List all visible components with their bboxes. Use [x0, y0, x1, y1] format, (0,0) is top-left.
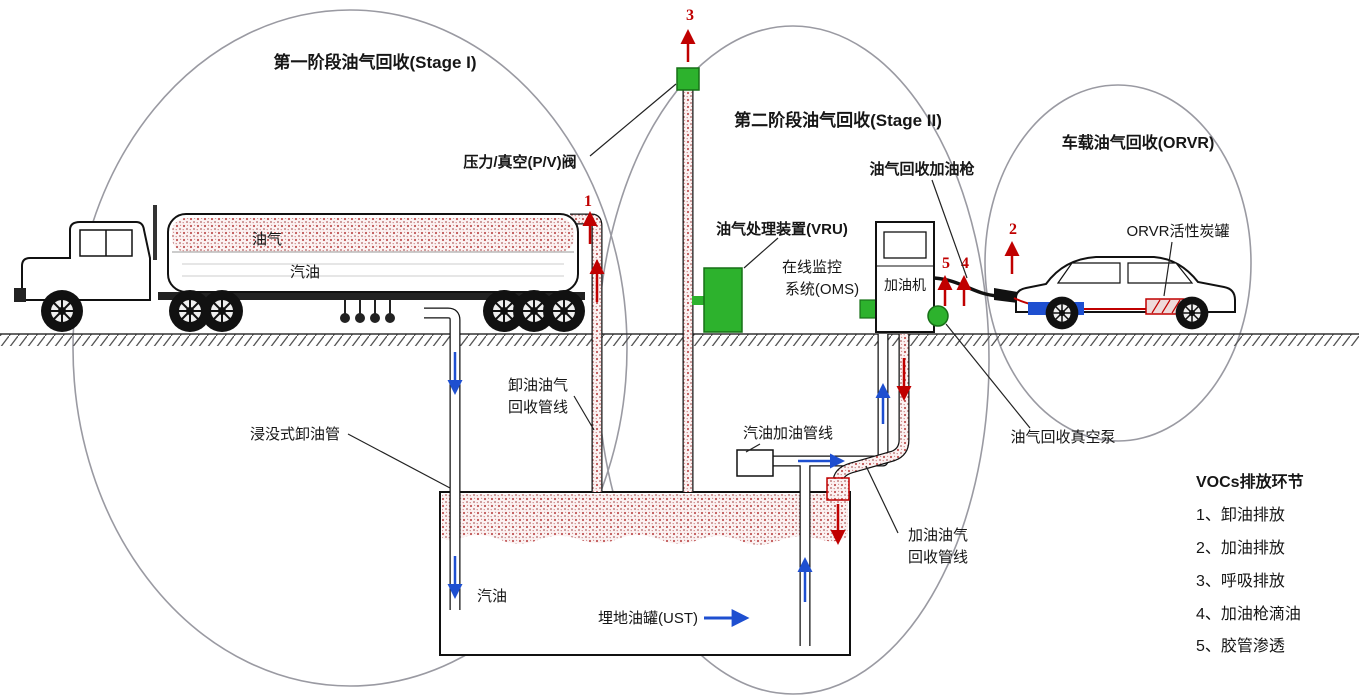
- emission-3: 3: [686, 7, 694, 24]
- legend-item-2: 2、加油排放: [1196, 539, 1285, 557]
- submerged-drop-pipe: [424, 307, 463, 610]
- car-window-front: [1056, 262, 1121, 284]
- legend-item-5: 5、胶管渗透: [1196, 637, 1285, 655]
- orvr-canister-label: ORVR活性炭罐: [1126, 223, 1229, 240]
- orvr-canister: [1145, 298, 1185, 315]
- oms-label-2: 系统(OMS): [785, 281, 859, 298]
- legend-item-1: 1、卸油排放: [1196, 506, 1285, 524]
- vru-label: 油气处理装置(VRU): [716, 220, 848, 238]
- stage-boundaries: [72, 9, 1252, 695]
- orvr-circle: [984, 84, 1252, 442]
- vapor-nozzle-hose: [933, 276, 1018, 303]
- truck-vapor-space: [172, 218, 574, 252]
- vent-pipe: [676, 67, 700, 492]
- fuel-supply-label: 汽油加油管线: [743, 425, 833, 442]
- vapor-nozzle-label: 油气回收加油枪: [869, 160, 974, 178]
- ust-name-label: 埋地油罐(UST): [598, 610, 698, 627]
- legend-title: VOCs排放环节: [1196, 472, 1304, 491]
- car-wheel: [1174, 295, 1210, 331]
- dispenser-display: [883, 231, 927, 259]
- ground: [0, 333, 1359, 346]
- pv-valve: [676, 67, 700, 91]
- emission-2: 2: [1009, 221, 1017, 238]
- dispenser-label: 加油机: [884, 277, 926, 293]
- pump-fitting: [736, 449, 774, 477]
- emission-4: 4: [961, 255, 969, 272]
- stage1-title: 第一阶段油气回收(Stage I): [273, 52, 476, 72]
- exhaust-stack: [153, 205, 157, 260]
- car-wheel: [1044, 295, 1080, 331]
- front-bumper: [14, 288, 26, 302]
- vapor-entry-fitting: [826, 477, 850, 501]
- legend-item-4: 4、加油枪滴油: [1196, 605, 1301, 623]
- truck-chassis: [158, 292, 585, 300]
- ust-gasoline-label: 汽油: [477, 588, 507, 605]
- car: [1013, 256, 1236, 331]
- ust-vapor-space: [442, 494, 848, 545]
- underground-tank: [439, 491, 851, 656]
- legend-item-3: 3、呼吸排放: [1196, 572, 1285, 590]
- refuel-vapor-label-1: 加油油气: [908, 527, 968, 544]
- emission-1: 1: [584, 193, 592, 210]
- tank-truck: 油气 汽油: [14, 205, 586, 333]
- refuel-vapor-pipe: [826, 334, 912, 545]
- pv-valve-label: 压力/真空(P/V)阀: [463, 153, 576, 171]
- stage1-circle: [72, 9, 628, 687]
- unload-vapor-label-1: 卸油油气: [508, 377, 568, 394]
- vacuum-pump: [927, 305, 949, 327]
- unload-vapor-label-2: 回收管线: [508, 399, 568, 416]
- emission-5: 5: [942, 255, 950, 272]
- truck-wheel: [200, 289, 244, 333]
- vru-unit: [692, 267, 743, 333]
- orvr-title: 车载油气回收(ORVR): [1062, 133, 1215, 152]
- truck-wheel: [40, 289, 84, 333]
- truck-vapor-label: 油气: [252, 231, 282, 248]
- truck-gasoline-label: 汽油: [290, 264, 320, 281]
- submerged-pipe-label: 浸没式卸油管: [250, 426, 340, 443]
- vacuum-pump-label: 油气回收真空泵: [1010, 428, 1115, 446]
- nozzle: [994, 288, 1018, 303]
- emission-points: 1 3 2 5 4: [582, 7, 1020, 306]
- stage2-title: 第二阶段油气回收(Stage II): [734, 110, 942, 130]
- car-window-rear: [1127, 262, 1194, 284]
- oms-label-1: 在线监控: [782, 259, 842, 276]
- leader-lines: [347, 83, 1173, 534]
- vocs-legend: VOCs排放环节 1、卸油排放 2、加油排放 3、呼吸排放 4、加油枪滴油 5、…: [1196, 472, 1304, 655]
- unloading-manifold: [340, 300, 395, 323]
- fuel-dispenser: 加油机: [875, 221, 935, 333]
- refuel-vapor-label-2: 回收管线: [908, 549, 968, 566]
- truck-wheel: [542, 289, 586, 333]
